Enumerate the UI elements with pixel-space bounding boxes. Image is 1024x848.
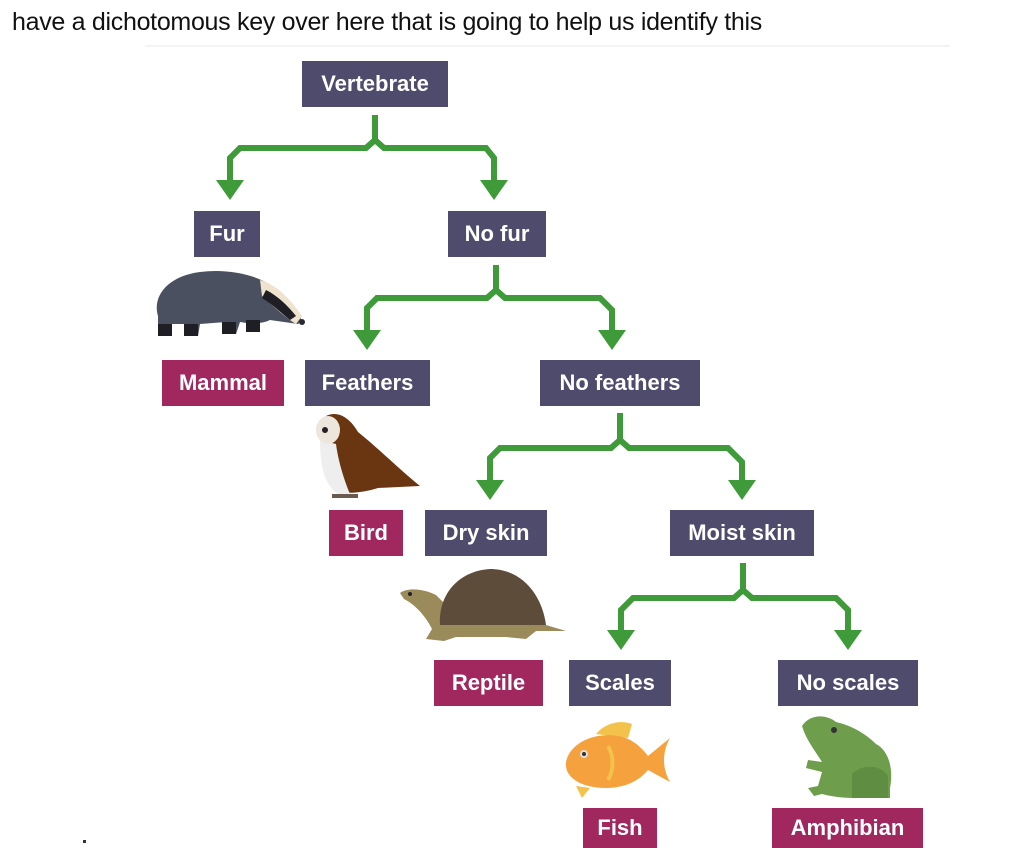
result-fish: Fish <box>583 808 657 848</box>
node-fur: Fur <box>194 211 260 257</box>
divider <box>145 45 950 47</box>
result-amphibian: Amphibian <box>772 808 923 848</box>
result-bird: Bird <box>329 510 403 556</box>
node-vertebrate: Vertebrate <box>302 61 448 107</box>
badger-icon <box>156 270 305 336</box>
frog-icon <box>802 716 892 798</box>
owl-icon <box>316 413 420 498</box>
node-feathers: Feathers <box>305 360 430 406</box>
node-no-feathers: No feathers <box>540 360 700 406</box>
node-scales: Scales <box>569 660 671 706</box>
node-dry-skin: Dry skin <box>425 510 547 556</box>
node-no-fur: No fur <box>448 211 546 257</box>
node-no-scales: No scales <box>778 660 918 706</box>
caption-text: have a dichotomous key over here that is… <box>12 8 762 36</box>
stray-mark <box>83 840 86 843</box>
tortoise-icon <box>400 569 566 641</box>
result-mammal: Mammal <box>162 360 284 406</box>
node-moist-skin: Moist skin <box>670 510 814 556</box>
result-reptile: Reptile <box>434 660 543 706</box>
goldfish-icon <box>565 722 670 798</box>
